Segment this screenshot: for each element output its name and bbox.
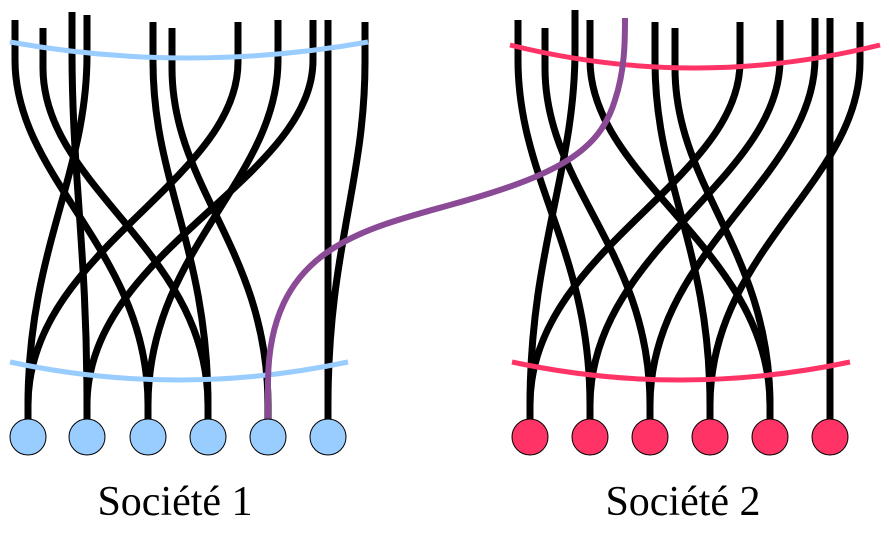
society-2-member-node [631,418,669,456]
society-2-member-node [811,418,849,456]
society-1-strand [168,28,272,430]
society-2-strand [671,28,774,430]
society-1-strand [24,15,91,430]
society-1-member-node [249,418,287,456]
society-1-strand [324,22,369,430]
society-1-strand [83,20,317,430]
inter-society-link [265,17,628,425]
society-1-strand [149,22,212,430]
society-2-bottom-band [511,359,851,383]
society-2-top-band [509,42,881,71]
society-2-strand [541,28,654,430]
society-1-bottom-band [9,359,349,383]
society-2-label: Société 2 [605,479,761,525]
society-2-member-node [751,418,789,456]
society-1-member-node [68,418,106,456]
society-1-top-band [9,39,369,61]
society-1-strand [11,20,152,430]
society-2-member-node [571,418,609,456]
society-1-strand [39,28,212,430]
society-2-strand [526,22,744,430]
society-2-strand [646,18,819,430]
society-1-member-node [189,418,227,456]
society-1-strand [144,20,282,430]
society-1-member-node [129,418,167,456]
society-2-strand [706,22,864,430]
society-2-strand [514,20,594,430]
society-1-label: Société 1 [97,479,253,525]
society-1-member-node [309,418,347,456]
society-2-member-node [511,418,549,456]
society-1-member-node [9,418,47,456]
society-1-strand [24,22,242,430]
society-2-member-node [691,418,729,456]
